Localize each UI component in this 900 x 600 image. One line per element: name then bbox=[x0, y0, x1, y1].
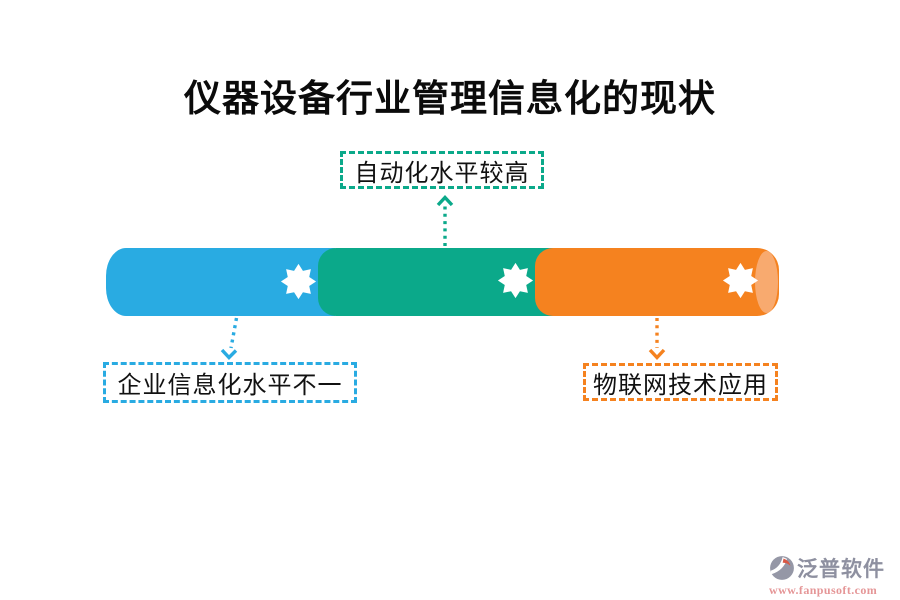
callout-iot-label: 物联网技术应用 bbox=[593, 372, 768, 399]
cylinder-end-cap bbox=[755, 251, 778, 313]
fanpu-logo-icon bbox=[770, 556, 794, 580]
callout-informatization-label: 企业信息化水平不一 bbox=[117, 373, 343, 399]
callout-automation: 自动化水平较高 bbox=[340, 151, 544, 189]
callout-iot: 物联网技术应用 bbox=[583, 363, 778, 401]
callout-automation-label: 自动化水平较高 bbox=[354, 160, 530, 187]
arrow-down-blue-icon bbox=[220, 317, 239, 360]
star-icon bbox=[497, 262, 534, 299]
callout-informatization: 企业信息化水平不一 bbox=[103, 362, 357, 403]
watermark-url: www.fanpusoft.com bbox=[769, 583, 878, 597]
star-icon bbox=[280, 263, 317, 300]
watermark: 泛普软件 www.fanpusoft.com bbox=[769, 553, 885, 598]
page-title: 仪器设备行业管理信息化的现状 bbox=[184, 79, 716, 120]
arrow-up-green-icon bbox=[436, 195, 454, 246]
watermark-brand: 泛普软件 bbox=[797, 557, 885, 581]
star-icon bbox=[722, 262, 759, 299]
arrow-down-orange-icon bbox=[648, 318, 666, 360]
